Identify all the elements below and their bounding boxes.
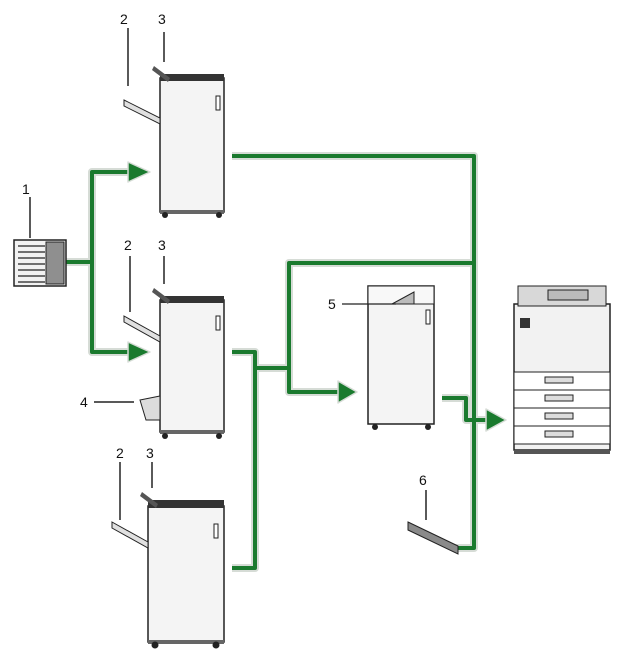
callout-2: 2 (120, 11, 128, 27)
unit-5-cabinet (342, 285, 435, 430)
route-unit-5-to-machine (442, 396, 490, 422)
arrow-right-icon (485, 408, 507, 432)
main-copier-machine (513, 285, 611, 454)
route-finisher-to-top (255, 261, 474, 370)
route-upper-finisher-to-machine (232, 154, 476, 550)
connection-routes (66, 152, 507, 572)
route-bridge-to-middle-finisher (90, 262, 134, 354)
route-bridge-to-upper-finisher (66, 170, 134, 264)
callout-2: 2 (116, 445, 124, 461)
finisher-middle (94, 256, 225, 439)
finisher-lower (111, 462, 225, 649)
callout-3: 3 (158, 11, 166, 27)
route-to-unit-5 (287, 368, 340, 394)
callout-2: 2 (124, 237, 132, 253)
finisher-upper (123, 28, 225, 218)
arrow-right-icon (127, 161, 151, 183)
unit-1-bridge-unit (13, 197, 67, 287)
callout-3: 3 (158, 237, 166, 253)
callout-1: 1 (22, 181, 30, 197)
callout-4: 4 (80, 394, 88, 410)
arrow-right-icon (127, 341, 151, 363)
callout-6: 6 (419, 472, 427, 488)
arrow-right-icon (337, 380, 358, 404)
callout-labels: 1 2 3 2 3 4 2 3 5 6 (22, 11, 427, 488)
callout-3: 3 (146, 445, 154, 461)
unit-6-tray (407, 490, 459, 555)
callout-5: 5 (328, 296, 336, 312)
route-middle-lower-finisher-link (232, 350, 257, 570)
